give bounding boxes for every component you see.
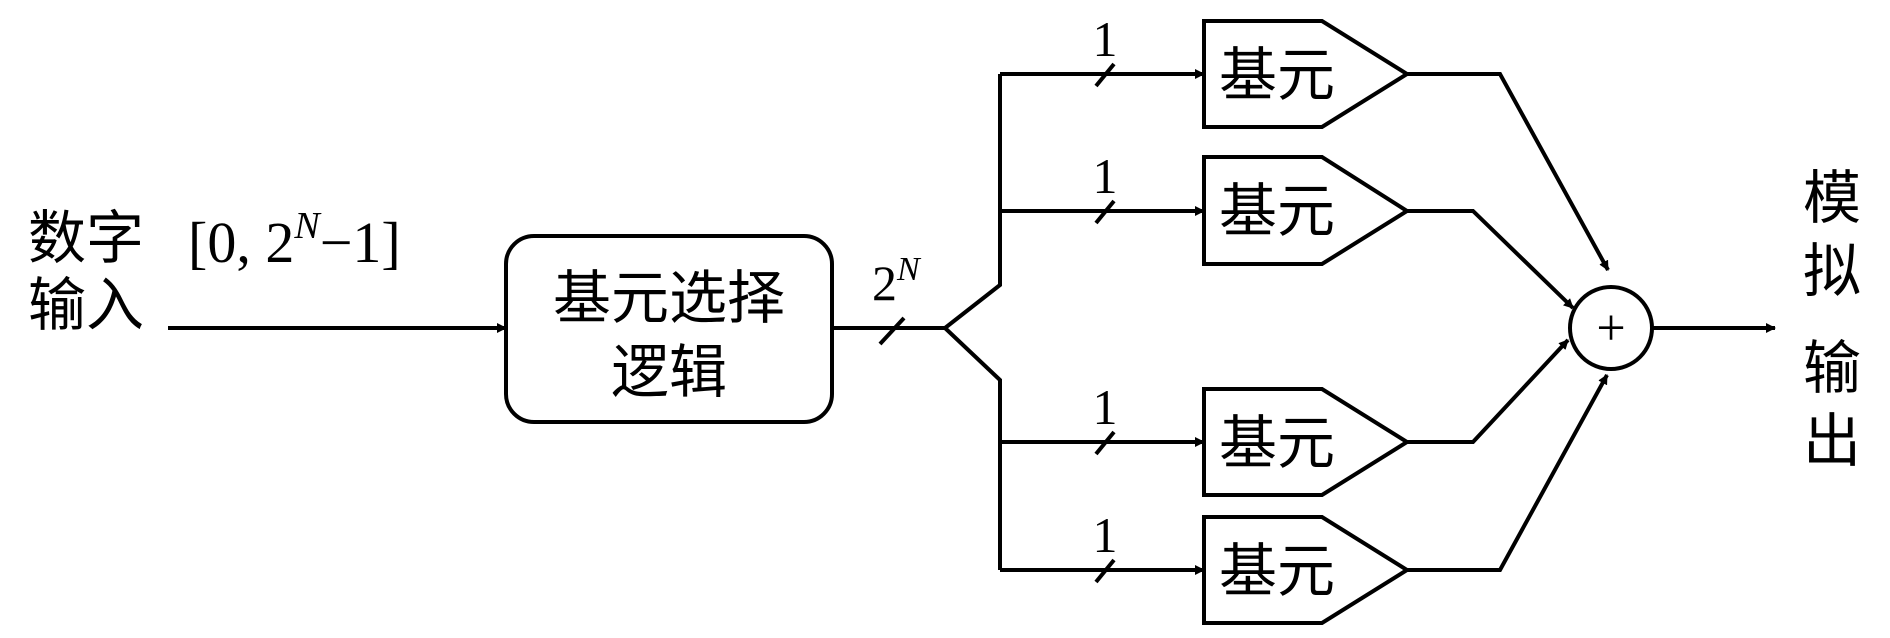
selection-logic-line1: 基元选择 bbox=[553, 264, 785, 332]
element-3-output bbox=[1407, 338, 1570, 444]
splitter-upper bbox=[943, 74, 1002, 330]
bus-width-label: 2N bbox=[872, 251, 922, 311]
input-label-line2: 输入 bbox=[28, 271, 144, 339]
input-range: [0, 2N−1] bbox=[188, 205, 401, 275]
element-1-output bbox=[1407, 72, 1610, 271]
branch-2-width: 1 bbox=[1093, 148, 1118, 204]
bus-width-exponent: N bbox=[896, 251, 922, 288]
element-2-label: 基元 bbox=[1219, 177, 1335, 245]
splitter-lower bbox=[943, 326, 1002, 570]
branch-3-slash bbox=[1094, 430, 1116, 456]
output-label-char-1: 模 bbox=[1803, 164, 1861, 232]
bus-width-slash bbox=[878, 316, 906, 346]
element-1-label: 基元 bbox=[1219, 41, 1335, 109]
branch-1-slash bbox=[1094, 62, 1116, 88]
branch-3-width: 1 bbox=[1093, 379, 1118, 435]
branch-1-width: 1 bbox=[1093, 11, 1118, 67]
element-4-label: 基元 bbox=[1219, 537, 1335, 605]
output-label-char-2: 拟 bbox=[1803, 237, 1861, 305]
input-range-suffix: −1] bbox=[320, 210, 401, 275]
output-label-char-4: 出 bbox=[1803, 407, 1861, 475]
adder-symbol: + bbox=[1596, 300, 1625, 357]
output-label-char-3: 输 bbox=[1803, 334, 1861, 402]
element-2 bbox=[1202, 155, 1411, 266]
element-1 bbox=[1202, 19, 1411, 129]
input-range-exponent: N bbox=[293, 205, 322, 247]
selection-logic-line2: 逻辑 bbox=[611, 338, 727, 406]
element-4 bbox=[1202, 515, 1411, 625]
branch-4-width: 1 bbox=[1093, 507, 1118, 563]
element-4-output bbox=[1407, 374, 1609, 572]
element-3 bbox=[1202, 387, 1411, 497]
bus-width-base: 2 bbox=[872, 255, 897, 311]
element-3-label: 基元 bbox=[1219, 409, 1335, 477]
branch-2-slash bbox=[1094, 199, 1116, 225]
input-label-line1: 数字 bbox=[28, 204, 144, 272]
element-2-output bbox=[1407, 209, 1575, 310]
branch-4-slash bbox=[1094, 558, 1116, 584]
input-range-prefix: [0, 2 bbox=[188, 210, 294, 275]
